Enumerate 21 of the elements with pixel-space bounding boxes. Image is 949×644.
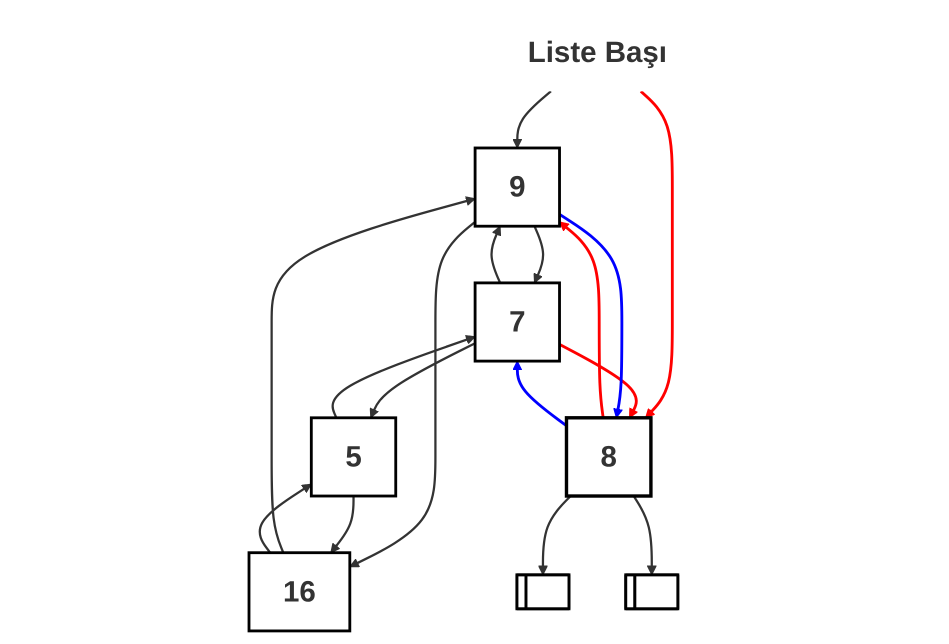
- node-box: 9: [473, 146, 560, 228]
- arrow: [558, 221, 604, 418]
- arrow: [348, 220, 476, 568]
- arrow: [258, 484, 312, 554]
- node-box: 8: [564, 416, 652, 498]
- node-text: Liste Başı: [527, 34, 666, 69]
- arrow: [331, 334, 476, 418]
- arrow: [512, 360, 567, 427]
- node-box: 16: [247, 551, 351, 632]
- arrow: [512, 90, 552, 148]
- arrow: [639, 90, 674, 418]
- arrow: [558, 213, 623, 418]
- arrow: [537, 495, 571, 576]
- arrow: [270, 196, 476, 554]
- node-box: 7: [473, 281, 560, 363]
- arrow: [632, 495, 656, 576]
- arrow: [532, 226, 544, 284]
- arrow: [369, 342, 476, 418]
- arrow: [330, 496, 354, 554]
- node-box: 5: [309, 416, 397, 498]
- arrow: [490, 226, 501, 284]
